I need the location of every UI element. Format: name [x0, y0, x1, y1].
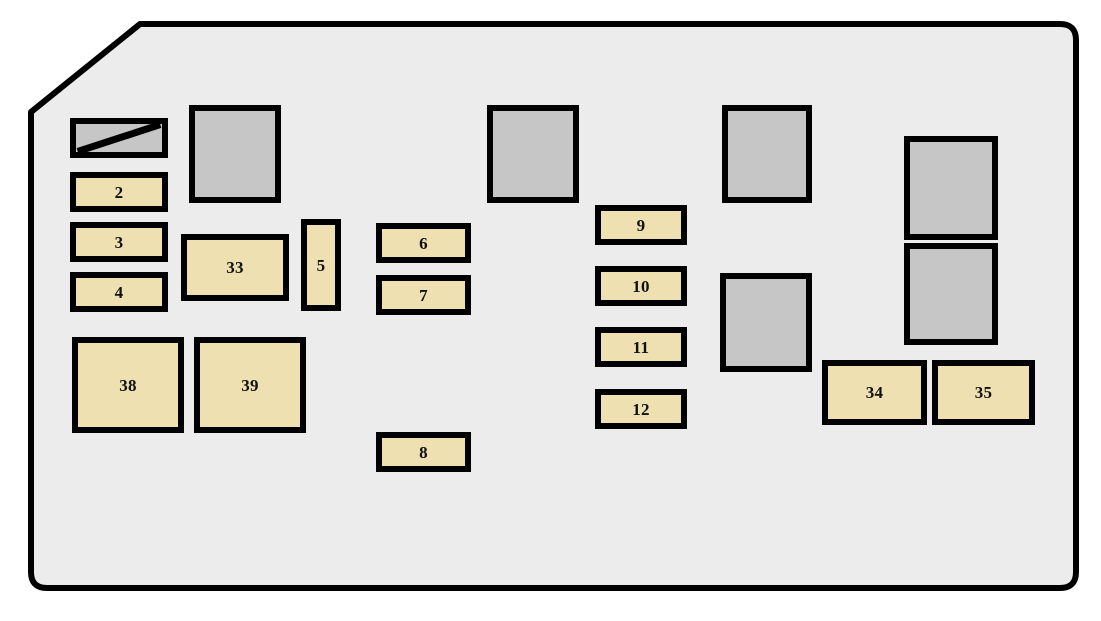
fuse-slot-slot-12[interactable]: 12: [595, 389, 687, 429]
relay-slot-relay-a[interactable]: [189, 105, 281, 203]
panel-shape: [28, 21, 1079, 591]
diagonal-slash-icon: [76, 124, 162, 152]
fuse-slot-slot-9[interactable]: 9: [595, 205, 687, 245]
slot-label: 33: [226, 258, 244, 277]
fuse-slot-slot-35[interactable]: 35: [932, 360, 1035, 425]
slot-label: 6: [419, 233, 428, 253]
slot-label: 10: [632, 276, 650, 296]
fuse-slot-slot-38[interactable]: 38: [72, 337, 184, 433]
slot-label: 34: [865, 383, 884, 402]
fuse-slot-slot-39[interactable]: 39: [194, 337, 306, 433]
slot-label: 4: [114, 282, 124, 302]
relay-slot-relay-d[interactable]: [720, 273, 812, 372]
fuse-slot-slot-34[interactable]: 34: [822, 360, 927, 425]
fuse-slot-slot-6[interactable]: 6: [376, 223, 471, 263]
fuse-slot-slot-4[interactable]: 4: [70, 272, 168, 312]
fuse-slot-slot-blank-1[interactable]: [70, 118, 168, 158]
fuse-slot-slot-11[interactable]: 11: [595, 327, 687, 367]
relay-slot-relay-b[interactable]: [487, 105, 579, 203]
slot-label: 12: [632, 399, 650, 419]
fuse-slot-slot-10[interactable]: 10: [595, 266, 687, 306]
slot-label: 8: [419, 442, 428, 462]
relay-slot-relay-c[interactable]: [722, 105, 812, 203]
fuse-slot-slot-7[interactable]: 7: [376, 275, 471, 315]
slot-label: 39: [241, 375, 259, 395]
slot-label: 3: [114, 232, 124, 252]
slot-label: 35: [974, 383, 993, 402]
relay-slot-relay-f[interactable]: [904, 243, 998, 345]
fuse-slot-slot-5[interactable]: 5: [301, 219, 341, 311]
slot-label: 5: [316, 255, 326, 275]
slot-label: 9: [636, 215, 646, 235]
slot-label: 2: [114, 182, 124, 202]
slot-label: 38: [119, 375, 137, 395]
fuse-slot-slot-8[interactable]: 8: [376, 432, 471, 472]
fuse-slot-slot-2[interactable]: 2: [70, 172, 168, 212]
relay-slot-relay-e[interactable]: [904, 136, 998, 240]
slot-label: 7: [419, 285, 428, 305]
slot-label: 11: [632, 337, 650, 357]
fuse-slot-slot-3[interactable]: 3: [70, 222, 168, 262]
fuse-slot-slot-33[interactable]: 33: [181, 234, 289, 301]
